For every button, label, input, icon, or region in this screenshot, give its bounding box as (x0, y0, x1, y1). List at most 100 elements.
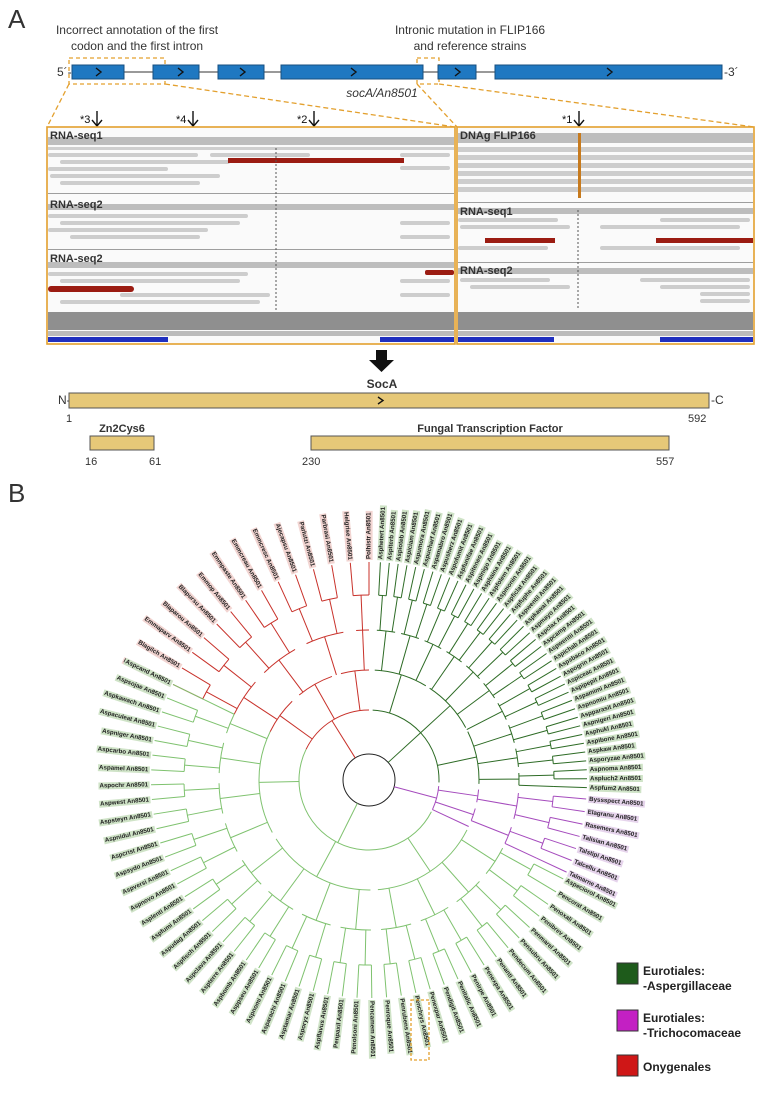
leaf-branch (259, 940, 276, 968)
leaf-branch (246, 600, 265, 627)
leaf-branch (157, 821, 189, 828)
gene-model: 5´- -3´ (57, 65, 739, 79)
mutation-marker-right: *1 (562, 111, 584, 126)
leaf-branch (487, 922, 508, 947)
leaf-branch (357, 965, 359, 998)
leaf-label: Aspochr An8501 (99, 781, 148, 789)
mark-4: *4 (176, 114, 186, 126)
protein-diagram: SocA N- -C 1 592 Zn2Cys6 16 61 Fungal Tr… (58, 377, 724, 468)
leaf-branch (465, 593, 482, 621)
leaf-branch (394, 564, 398, 597)
leaf-branch (544, 709, 575, 720)
domain-ftf-end: 557 (656, 456, 674, 468)
leaf-branch (182, 668, 210, 685)
domain-zn2cys6 (90, 436, 154, 450)
leaf-branch (192, 652, 219, 671)
leaf-branch (528, 875, 556, 892)
leaf-label: Elagranu An8501 (587, 809, 638, 823)
leaf-branch (505, 633, 529, 655)
leaf-branch (550, 734, 582, 741)
exon-1 (72, 65, 124, 79)
leaf-branch (332, 565, 338, 598)
leaf-label: Penolsoni An8501 (351, 1000, 361, 1054)
leaf-branch (162, 712, 193, 722)
leaf-label: Aspfum2 An8501 (590, 784, 641, 793)
exon-4 (281, 65, 423, 79)
leaf-branch (313, 569, 321, 601)
rnaseq-right-panel: DNAg FLIP166 RNA-seq1 RNA-seq2 (457, 127, 754, 344)
leaf-branch (477, 603, 496, 630)
exon-5 (438, 65, 476, 79)
leaf-branch (154, 809, 187, 814)
leaf-label: Aspflavus An8501 (314, 996, 331, 1050)
leaf-branch (546, 717, 578, 727)
leaf-branch (165, 845, 196, 857)
leaf-branch (296, 575, 307, 606)
tree-root (343, 754, 395, 806)
legend-swatch-trichocomaceae (617, 1010, 638, 1031)
leaf-branch (550, 817, 582, 824)
leaf-label: Parbrasi An8501 (319, 514, 334, 563)
leaf-branch (234, 925, 254, 951)
leaf-branch (204, 638, 229, 660)
leaf-branch (350, 563, 353, 596)
leaf-branch (510, 639, 535, 660)
leaf-branch (554, 770, 587, 772)
leaf-label: Aspluch2 An8501 (590, 775, 642, 782)
leaf-label: Helgrise An8501 (342, 512, 353, 561)
leaf-branch (528, 668, 556, 685)
track-left-1: RNA-seq1 (50, 130, 103, 142)
leaf-branch (173, 684, 203, 698)
leaf-branch (467, 937, 484, 965)
exon-2 (153, 65, 199, 79)
gene-name: socA/An8501 (346, 86, 417, 100)
leaf-branch (433, 954, 444, 985)
leaf-branch (489, 614, 510, 639)
leaf-label: Polhistr An8501 (366, 512, 373, 559)
leaf-branch (409, 567, 416, 599)
leaf-branch (177, 868, 206, 884)
leaf-branch (202, 899, 227, 920)
leaf-branch (313, 959, 321, 991)
leaf-branch (521, 886, 548, 905)
leaf-branch (155, 741, 187, 747)
leaf-branch (386, 563, 389, 596)
five-prime-label: 5´- (57, 65, 72, 79)
protein-name: SocA (367, 377, 398, 391)
leaf-branch (500, 626, 523, 649)
leaf-label: Aspamel An8501 (99, 764, 149, 773)
leaf-branch (152, 797, 185, 800)
leaf-branch (554, 786, 587, 787)
leaf-branch (246, 933, 265, 960)
leaf-label: Ajecapsu An8501 (274, 523, 298, 574)
track-left-3: RNA-seq2 (50, 253, 103, 265)
domain-ftf-name: Fungal Transcription Factor (417, 423, 563, 435)
leaf-label: Penchrys An8501 (413, 995, 431, 1047)
leaf-branch (537, 858, 567, 872)
leaf-branch (193, 889, 220, 909)
protein-bar (69, 393, 709, 408)
legend-trichocomaceae-line2: -Trichocomaceae (643, 1026, 741, 1040)
leaf-branch (152, 755, 185, 759)
leaf-branch (535, 684, 565, 699)
leaf-branch (396, 963, 401, 996)
leaf-branch (520, 653, 547, 672)
legend-swatch-aspergillaceae (617, 963, 638, 984)
leaf-branch (513, 896, 539, 917)
leaf-branch (217, 624, 240, 648)
leaf-branch (299, 955, 310, 986)
leaf-branch (151, 784, 184, 785)
leaf-branch (342, 964, 346, 997)
track-right-1: DNAg FLIP166 (460, 130, 536, 142)
leaf-label: Aspcarbo An8501 (97, 746, 150, 759)
leaf-branch (401, 565, 407, 597)
leaf-label: Penroque An8501 (383, 1000, 394, 1053)
panel-b-label: B (8, 478, 25, 508)
exon-3 (218, 65, 264, 79)
leaf-branch (458, 589, 474, 618)
leaf-label: Pencamem An8501 (368, 1001, 376, 1058)
legend-aspergillaceae-line2: -Aspergillaceae (643, 979, 732, 993)
